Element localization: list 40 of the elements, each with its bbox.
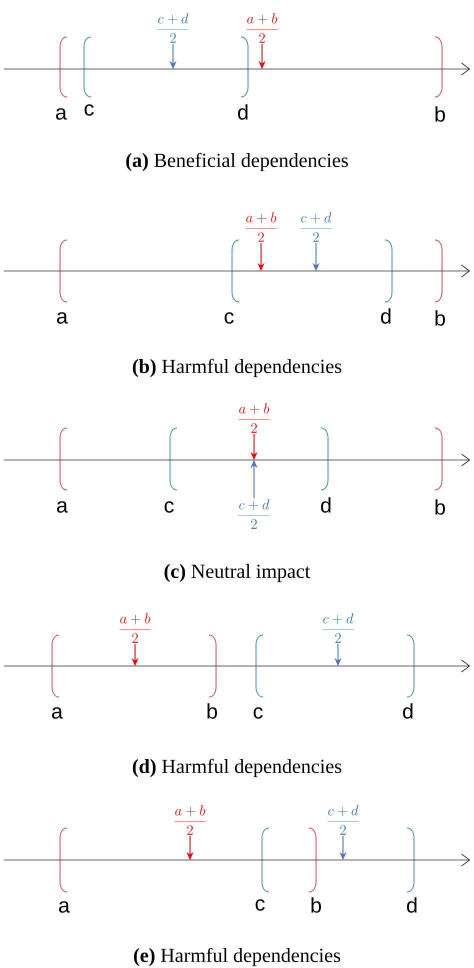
point-label: b bbox=[436, 106, 445, 122]
point-label: b bbox=[436, 499, 445, 515]
axis bbox=[3, 454, 470, 466]
caption: (e) Harmful dependencies bbox=[134, 948, 340, 966]
axis bbox=[3, 854, 470, 866]
point-label: b bbox=[436, 310, 445, 326]
point-label: b bbox=[208, 703, 217, 719]
midpoint-formula: $\frac{a+b}{2}$ bbox=[246, 212, 276, 242]
point-label: d bbox=[381, 308, 390, 324]
point-label: a bbox=[59, 901, 70, 913]
point-label: a bbox=[57, 501, 68, 513]
midpoint-formula: $\frac{c+d}{2}$ bbox=[158, 13, 188, 43]
midpoint-formula: $\frac{c+d}{2}$ bbox=[300, 212, 332, 242]
point-label: c bbox=[254, 707, 263, 719]
point-label: a bbox=[52, 707, 63, 719]
point-label: b bbox=[312, 897, 321, 913]
caption: (d) Harmful dependencies bbox=[132, 758, 342, 778]
axis bbox=[3, 660, 470, 672]
point-label: a bbox=[57, 312, 68, 324]
caption: (c) Neutral impact bbox=[164, 564, 310, 582]
point-label: d bbox=[407, 897, 416, 913]
point-label: d bbox=[238, 104, 248, 120]
point-label: d bbox=[321, 497, 330, 513]
caption: (b) Harmful dependencies bbox=[132, 358, 342, 378]
axis bbox=[3, 62, 470, 76]
point-label: c bbox=[84, 104, 94, 116]
axis bbox=[3, 264, 470, 278]
midpoint-formula: $\frac{c+d}{2}$ bbox=[322, 613, 354, 643]
midpoint-formula: $\frac{a+b}{2}$ bbox=[246, 13, 278, 43]
midpoint-formula: $\frac{c+d}{2}$ bbox=[238, 499, 270, 529]
point-label: c bbox=[224, 312, 234, 324]
point-label: d bbox=[403, 703, 412, 719]
midpoint-formula: $\frac{c+d}{2}$ bbox=[328, 805, 358, 835]
midpoint-formula: $\frac{a+b}{2}$ bbox=[238, 403, 270, 433]
point-label: a bbox=[56, 108, 67, 120]
caption: (a) Beneficial dependencies bbox=[126, 152, 348, 172]
midpoint-formula: $\frac{a+b}{2}$ bbox=[174, 805, 206, 835]
point-label: c bbox=[256, 899, 265, 911]
point-label: c bbox=[164, 501, 174, 513]
midpoint-formula: $\frac{a+b}{2}$ bbox=[120, 613, 150, 643]
